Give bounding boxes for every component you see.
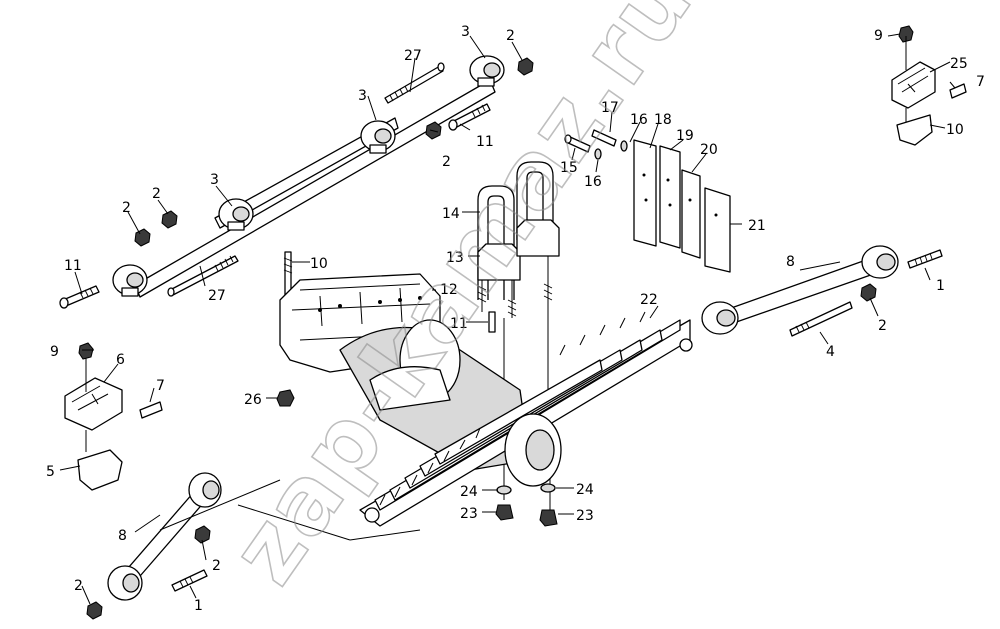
callout-22: 22 — [640, 292, 658, 308]
bolt-7-left — [139, 401, 163, 419]
callout-4: 4 — [826, 344, 835, 360]
callout-15: 15 — [560, 160, 578, 176]
rod-bushing-lower-left — [112, 264, 148, 297]
plate-19 — [659, 145, 681, 249]
nut-2-left-1 — [134, 228, 151, 247]
left-bracket-assembly — [64, 342, 163, 491]
callout-13: 13 — [446, 250, 464, 266]
bolt-1-right — [907, 249, 943, 269]
callout-19: 19 — [676, 128, 694, 144]
callout-3-middle: 3 — [358, 88, 367, 104]
washer-24-left — [496, 485, 512, 495]
callout-10-top-right: 10 — [946, 122, 964, 138]
upper-torque-rod-assembly — [59, 55, 534, 309]
plate-assembly — [564, 129, 731, 273]
callout-11-middle: 11 — [450, 316, 468, 332]
u-bolt-14-left — [477, 185, 515, 300]
nut-2-top — [517, 57, 534, 76]
nut-2-right — [860, 283, 877, 302]
callout-2-right: 2 — [878, 318, 887, 334]
pad-10-top-right — [896, 114, 933, 146]
callout-18: 18 — [654, 112, 672, 128]
u-bolt-14-right — [516, 161, 554, 240]
callout-8-left: 8 — [118, 528, 127, 544]
callout-20: 20 — [700, 142, 718, 158]
washer-24-right — [540, 483, 556, 493]
callouts: 27 3 2 3 2 11 3 2 2 11 27 9 25 7 10 17 1… — [46, 24, 985, 614]
callout-11-left: 11 — [64, 258, 82, 274]
callout-7-top-right: 7 — [976, 74, 985, 90]
callout-11-top: 11 — [476, 134, 494, 150]
upper-right-bracket-assembly — [891, 25, 967, 146]
callout-24-left: 24 — [460, 484, 478, 500]
nut-2-bottom-left-2 — [86, 601, 103, 620]
short-bolt-11-top — [448, 103, 491, 131]
nut-23-left — [495, 504, 514, 521]
callout-2-bottom-left-1: 2 — [212, 558, 221, 574]
nut-9-left — [78, 342, 94, 360]
long-bolt-4 — [789, 301, 853, 337]
callout-9-top-right: 9 — [874, 28, 883, 44]
callout-16a: 16 — [630, 112, 648, 128]
callout-21: 21 — [748, 218, 766, 234]
long-bolt-27-top — [384, 62, 445, 104]
callout-23-right: 23 — [576, 508, 594, 524]
leader-lines — [59, 33, 956, 605]
pad-5 — [77, 449, 123, 491]
torque-rod-tube-secondary — [214, 117, 399, 229]
callout-2-left-2: 2 — [122, 200, 131, 216]
reaction-rod-8-right — [701, 245, 899, 335]
plate-20 — [681, 169, 701, 259]
nut-2-left-2 — [161, 210, 178, 229]
nut-9-top-right — [898, 25, 914, 43]
callout-9-left: 9 — [50, 344, 59, 360]
callout-3-top: 3 — [461, 24, 470, 40]
nut-2-bottom-left-1 — [194, 525, 211, 544]
u-bolt-spacer-13-right — [516, 219, 560, 257]
rod-bushing-3-left — [218, 198, 254, 231]
callout-26: 26 — [244, 392, 262, 408]
callout-7-left: 7 — [156, 378, 165, 394]
callout-2-bottom-left-2: 2 — [74, 578, 83, 594]
short-bolt-11-left — [59, 285, 100, 309]
reaction-rod-8-left — [107, 472, 222, 601]
nut-23-right — [539, 509, 558, 527]
callout-1-right: 1 — [936, 278, 945, 294]
callout-12: 12 — [440, 282, 458, 298]
callout-23-left: 23 — [460, 506, 478, 522]
plate-21 — [704, 187, 731, 273]
callout-24-right: 24 — [576, 482, 594, 498]
callout-27-left: 27 — [208, 288, 226, 304]
washer-16b — [594, 148, 602, 160]
bolt-17 — [591, 129, 617, 147]
callout-25: 25 — [950, 56, 968, 72]
callout-17: 17 — [601, 100, 619, 116]
callout-2-left-1: 2 — [152, 186, 161, 202]
bracket-6 — [64, 377, 123, 431]
bolt-1-left — [171, 569, 208, 592]
rod-bushing-3-top — [469, 55, 505, 87]
long-bolt-27-left — [167, 255, 239, 297]
callout-2-top: 2 — [506, 28, 515, 44]
callout-6: 6 — [116, 352, 125, 368]
plate-18 — [633, 139, 657, 247]
callout-1-left: 1 — [194, 598, 203, 614]
rod-bushing-3-middle — [360, 120, 396, 154]
callout-3-left: 3 — [210, 172, 219, 188]
callout-10-middle: 10 — [310, 256, 328, 272]
callout-5: 5 — [46, 464, 55, 480]
hub-flange — [504, 413, 562, 487]
callout-16b: 16 — [584, 174, 602, 190]
callout-27-top: 27 — [404, 48, 422, 64]
callout-2-middle: 2 — [442, 154, 451, 170]
callout-8-right: 8 — [786, 254, 795, 270]
nut-26 — [276, 389, 295, 407]
pin-11-middle — [488, 311, 496, 333]
bolt-7-top-right — [949, 83, 967, 99]
callout-14: 14 — [442, 206, 460, 222]
washer-16a — [620, 140, 628, 152]
